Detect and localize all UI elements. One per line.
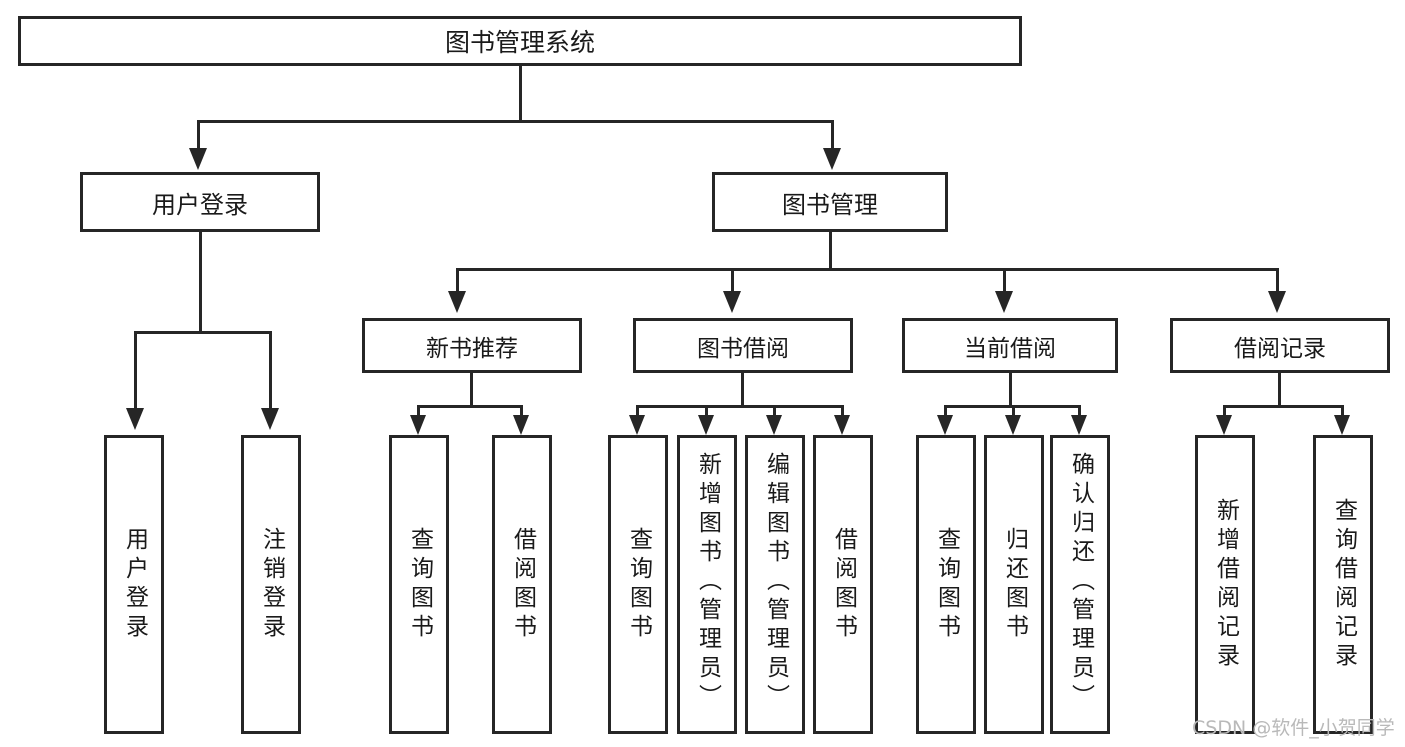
connector-to-new-book-recommend xyxy=(456,268,459,293)
leaf-borrow-book-recommend[interactable]: 借阅图书 xyxy=(492,435,552,734)
connector-root-stem xyxy=(519,66,522,122)
connector-to-book-borrow xyxy=(731,268,734,293)
leaf-borrow-book[interactable]: 借阅图书 xyxy=(813,435,873,734)
leaf-query-book-current[interactable]: 查询图书 xyxy=(916,435,976,734)
connector-to-current-borrow xyxy=(1003,268,1006,293)
node-user-login[interactable]: 用户登录 xyxy=(80,172,320,232)
node-book-borrow[interactable]: 图书借阅 xyxy=(633,318,853,373)
leaf-query-book-borrow[interactable]: 查询图书 xyxy=(608,435,668,734)
connector-user-login-right-drop xyxy=(269,331,272,409)
leaf-query-book-recommend[interactable]: 查询图书 xyxy=(389,435,449,734)
arrowhead-book-borrow-leaf-1 xyxy=(629,415,645,435)
arrowhead-root-to-book-manage xyxy=(823,148,841,170)
arrowhead-book-borrow-leaf-3 xyxy=(766,415,782,435)
leaf-label: 查询图书 xyxy=(933,526,960,643)
arrowhead-root-to-user-login xyxy=(189,148,207,170)
connector-book-borrow-drop-4 xyxy=(841,405,844,417)
leaf-confirm-return-admin[interactable]: 确认归还（管理员） xyxy=(1050,435,1110,734)
leaf-query-borrow-record[interactable]: 查询借阅记录 xyxy=(1313,435,1373,734)
watermark-text: CSDN @软件_小贺同学 xyxy=(1192,717,1395,739)
connector-borrow-records-drop-2 xyxy=(1341,405,1344,417)
arrowhead-current-borrow-leaf-2 xyxy=(1005,415,1021,435)
leaf-user-login[interactable]: 用户登录 xyxy=(104,435,164,734)
leaf-label: 用户登录 xyxy=(121,526,148,643)
arrowhead-to-new-book-recommend xyxy=(448,291,466,313)
arrowhead-new-book-leaf-1 xyxy=(410,415,426,435)
arrowhead-to-borrow-records xyxy=(1268,291,1286,313)
arrowhead-book-borrow-leaf-4 xyxy=(834,415,850,435)
connector-book-manage-stem xyxy=(829,232,832,270)
node-new-book-recommend[interactable]: 新书推荐 xyxy=(362,318,582,373)
arrowhead-to-current-borrow xyxy=(995,291,1013,313)
leaf-label: 新增图书（管理员） xyxy=(694,452,721,713)
node-borrow-records[interactable]: 借阅记录 xyxy=(1170,318,1390,373)
node-label: 借阅记录 xyxy=(1234,335,1326,362)
connector-book-borrow-drop-2 xyxy=(705,405,708,417)
leaf-label: 查询图书 xyxy=(406,526,433,643)
connector-user-login-left-drop xyxy=(134,331,137,409)
arrowhead-current-borrow-leaf-1 xyxy=(937,415,953,435)
arrowhead-borrow-records-leaf-2 xyxy=(1334,415,1350,435)
connector-user-login-stem xyxy=(199,232,202,333)
node-label: 当前借阅 xyxy=(964,335,1056,362)
connector-book-borrow-drop-3 xyxy=(773,405,776,417)
connector-current-borrow-stem xyxy=(1009,373,1012,407)
leaf-label: 编辑图书（管理员） xyxy=(762,452,789,713)
connector-user-login-bar xyxy=(134,331,272,334)
leaf-label: 借阅图书 xyxy=(830,526,857,643)
connector-to-borrow-records xyxy=(1276,268,1279,293)
connector-borrow-records-drop-1 xyxy=(1223,405,1226,417)
leaf-add-borrow-record[interactable]: 新增借阅记录 xyxy=(1195,435,1255,734)
leaf-edit-book-admin[interactable]: 编辑图书（管理员） xyxy=(745,435,805,734)
arrowhead-to-book-borrow xyxy=(723,291,741,313)
leaf-label: 新增借阅记录 xyxy=(1212,497,1239,672)
connector-current-borrow-drop-3 xyxy=(1078,405,1081,417)
leaf-label: 确认归还（管理员） xyxy=(1067,452,1094,713)
arrowhead-current-borrow-leaf-3 xyxy=(1071,415,1087,435)
node-label: 图书管理 xyxy=(782,190,878,219)
connector-book-borrow-stem xyxy=(741,373,744,407)
leaf-label: 查询借阅记录 xyxy=(1330,497,1357,672)
node-label: 新书推荐 xyxy=(426,335,518,362)
leaf-label: 查询图书 xyxy=(625,526,652,643)
connector-root-to-book-manage xyxy=(831,120,834,150)
arrowhead-leaf-logout xyxy=(261,408,279,430)
connector-new-book-drop-1 xyxy=(417,405,420,417)
connector-new-book-stem xyxy=(470,373,473,407)
connector-new-book-drop-2 xyxy=(520,405,523,417)
arrowhead-leaf-user-login xyxy=(126,408,144,430)
leaf-add-book-admin[interactable]: 新增图书（管理员） xyxy=(677,435,737,734)
connector-borrow-records-stem xyxy=(1278,373,1281,407)
node-book-management[interactable]: 图书管理 xyxy=(712,172,948,232)
connector-new-book-bar xyxy=(417,405,523,408)
connector-borrow-records-bar xyxy=(1223,405,1344,408)
arrowhead-book-borrow-leaf-2 xyxy=(698,415,714,435)
leaf-logout[interactable]: 注销登录 xyxy=(241,435,301,734)
arrowhead-new-book-leaf-2 xyxy=(513,415,529,435)
connector-book-borrow-drop-1 xyxy=(636,405,639,417)
leaf-return-book[interactable]: 归还图书 xyxy=(984,435,1044,734)
connector-current-borrow-drop-2 xyxy=(1012,405,1015,417)
connector-root-bar xyxy=(197,120,834,123)
arrowhead-borrow-records-leaf-1 xyxy=(1216,415,1232,435)
node-label: 图书管理系统 xyxy=(444,28,595,57)
connector-book-borrow-bar xyxy=(636,405,844,408)
node-label: 图书借阅 xyxy=(697,335,789,362)
leaf-label: 借阅图书 xyxy=(509,526,536,643)
node-current-borrow[interactable]: 当前借阅 xyxy=(902,318,1118,373)
connector-current-borrow-drop-1 xyxy=(944,405,947,417)
connector-book-manage-bar xyxy=(456,268,1279,271)
connector-root-to-user-login xyxy=(197,120,200,150)
leaf-label: 注销登录 xyxy=(258,526,285,643)
node-label: 用户登录 xyxy=(152,190,248,219)
leaf-label: 归还图书 xyxy=(1001,526,1028,643)
node-root-system[interactable]: 图书管理系统 xyxy=(18,16,1022,66)
